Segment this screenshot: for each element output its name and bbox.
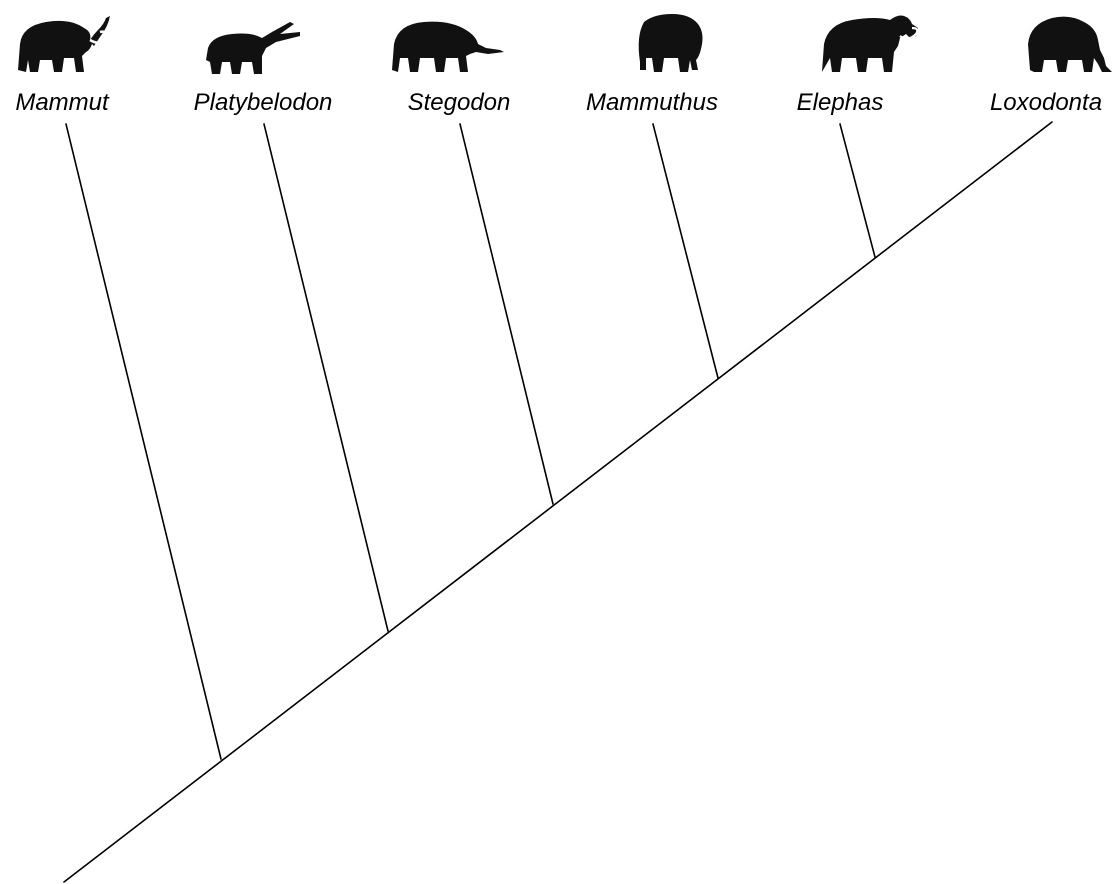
taxon-label-elephas: Elephas — [797, 89, 884, 116]
branch-mammut — [65, 123, 222, 760]
branch-mammuthus — [652, 123, 719, 379]
platybelodon-silhouette-icon — [206, 22, 300, 74]
taxon-label-mammuthus: Mammuthus — [586, 89, 718, 116]
loxodonta-silhouette-icon — [1028, 16, 1112, 73]
taxon-label-stegodon: Stegodon — [408, 89, 511, 116]
branch-platybelodon — [263, 123, 389, 632]
mammut-silhouette-icon — [18, 16, 110, 72]
taxon-label-mammut: Mammut — [15, 89, 110, 116]
stegodon-silhouette-icon — [392, 21, 504, 73]
taxon-label-platybelodon: Platybelodon — [194, 89, 333, 116]
branch-elephas — [839, 123, 876, 258]
taxon-label-loxodonta: Loxodonta — [990, 89, 1102, 116]
mammuthus-silhouette-icon — [638, 14, 703, 72]
main-stem-branch — [63, 121, 1053, 883]
branch-stegodon — [459, 123, 554, 505]
elephas-silhouette-icon — [822, 15, 919, 72]
